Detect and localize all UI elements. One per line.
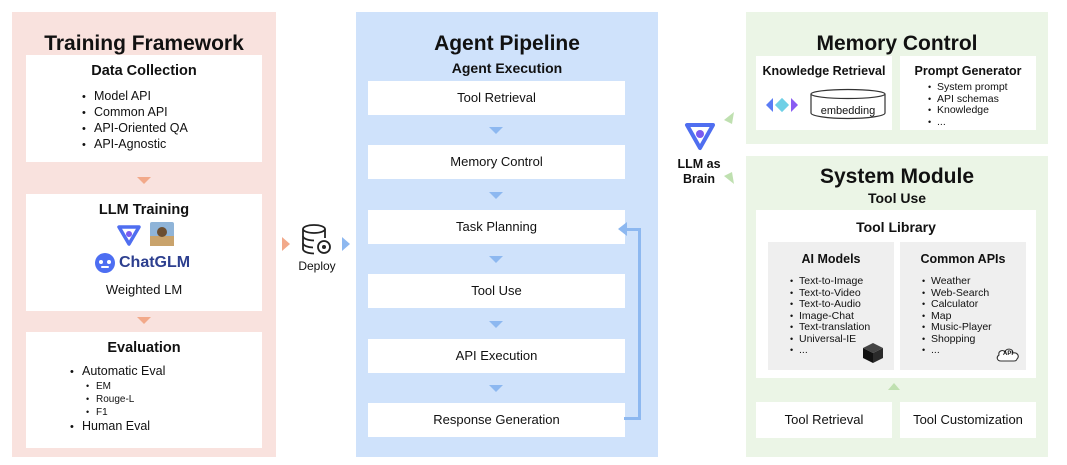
arrow-down-icon — [489, 385, 503, 392]
common-apis-card: Common APIs Weather Web-Search Calculato… — [900, 242, 1026, 370]
brain-label-line1: LLM as — [677, 157, 721, 171]
prompt-generator-list: System prompt API schemas Knowledge ... — [928, 81, 1008, 129]
list-item: Calculator — [922, 298, 992, 311]
step-tool-use: Tool Use — [368, 274, 625, 308]
model-logo-icon — [117, 225, 141, 246]
ai-models-card: AI Models Text-to-Image Text-to-Video Te… — [768, 242, 894, 370]
training-framework-title: Training Framework — [44, 32, 244, 55]
evaluation-list: Automatic Eval EM Rouge-L F1 Human Eval — [70, 364, 165, 435]
step-api-execution: API Execution — [368, 339, 625, 373]
feedback-loop-line — [624, 228, 641, 420]
list-item: ... — [928, 116, 1008, 129]
knowledge-retrieval-box: Knowledge Retrieval embedding — [756, 56, 892, 130]
llm-as-brain-label: LLM as Brain — [664, 157, 734, 187]
llm-brain-logo-icon — [685, 123, 715, 150]
list-item: EM — [86, 380, 165, 393]
tool-customization-box: Tool Customization — [900, 402, 1036, 438]
api-badge-text: API — [1002, 351, 1013, 357]
automatic-eval-label: Automatic Eval — [82, 364, 166, 378]
list-item: Rouge-L — [86, 393, 165, 406]
list-item: Map — [922, 310, 992, 323]
list-item: Text-to-Video — [790, 287, 870, 300]
embedding-label: embedding — [820, 105, 876, 117]
deploy-label: Deploy — [298, 259, 336, 273]
api-cloud-icon: API — [996, 346, 1020, 362]
list-item: Knowledge — [928, 104, 1008, 117]
step-memory-control: Memory Control — [368, 145, 625, 179]
llm-training-box: LLM Training ChatGLM Weighted LM — [26, 194, 262, 311]
ai-models-title: AI Models — [801, 252, 861, 266]
arrow-down-icon — [489, 127, 503, 134]
llm-training-title: LLM Training — [98, 202, 190, 218]
list-item: Text-translation — [790, 321, 870, 334]
chatglm-logo: ChatGLM — [94, 252, 190, 274]
deploy-arrows — [282, 237, 350, 251]
list-item: ... — [790, 344, 870, 357]
step-task-planning: Task Planning — [368, 210, 625, 244]
data-collection-title: Data Collection — [91, 63, 197, 79]
tool-library-title: Tool Library — [856, 219, 936, 235]
brain-label-line2: Brain — [683, 172, 715, 186]
chatglm-logo-text: ChatGLM — [119, 254, 191, 271]
arrow-down-icon — [137, 317, 151, 324]
tool-use-subtitle: Tool Use — [867, 190, 927, 206]
list-item: Model API — [82, 89, 188, 105]
system-module-title: System Module — [819, 165, 975, 188]
agent-pipeline-panel: Agent Pipeline Agent Execution Tool Retr… — [356, 12, 658, 457]
step-response-generation: Response Generation — [368, 403, 625, 437]
list-item: API schemas — [928, 93, 1008, 106]
database-icon — [810, 88, 886, 120]
list-item: Human Eval — [70, 419, 165, 435]
data-collection-box: Data Collection Model API Common API API… — [26, 55, 262, 162]
arrow-down-icon — [489, 256, 503, 263]
step-tool-retrieval: Tool Retrieval — [368, 81, 625, 115]
tool-retrieval-box: Tool Retrieval — [756, 402, 892, 438]
list-item: Web-Search — [922, 287, 992, 300]
agent-pipeline-title: Agent Pipeline — [434, 32, 580, 55]
list-item: Image-Chat — [790, 310, 870, 323]
list-item: Shopping — [922, 333, 992, 346]
training-framework-panel: Training Framework Data Collection Model… — [12, 12, 276, 457]
chatglm-logo-icon — [95, 253, 115, 273]
list-item: Common API — [82, 105, 188, 121]
prompt-generator-box: Prompt Generator System prompt API schem… — [900, 56, 1036, 130]
data-collection-list: Model API Common API API-Oriented QA API… — [82, 89, 188, 153]
list-item: Weather — [922, 275, 992, 288]
list-item: API-Agnostic — [82, 137, 188, 153]
list-item: Automatic Eval EM Rouge-L F1 — [70, 364, 165, 419]
memory-control-panel: Memory Control Knowledge Retrieval embed… — [746, 12, 1048, 144]
arrow-down-icon — [137, 177, 151, 184]
list-item: API-Oriented QA — [82, 121, 188, 137]
memory-control-title: Memory Control — [816, 32, 978, 55]
photo-avatar-icon — [150, 222, 174, 246]
list-item: Text-to-Image — [790, 275, 870, 288]
knowledge-retrieval-title: Knowledge Retrieval — [762, 64, 886, 78]
arrow-down-icon — [489, 321, 503, 328]
brain-connector-arrows — [724, 112, 734, 184]
ai-models-list: Text-to-Image Text-to-Video Text-to-Audi… — [790, 275, 870, 357]
list-item: Text-to-Audio — [790, 298, 870, 311]
system-module-panel: System Module Tool Use Tool Library AI M… — [746, 156, 1048, 457]
agent-execution-subtitle: Agent Execution — [451, 60, 563, 76]
common-apis-list: Weather Web-Search Calculator Map Music-… — [922, 275, 992, 357]
arrow-down-icon — [489, 192, 503, 199]
weighted-lm-caption: Weighted LM — [105, 282, 183, 297]
cube-icon — [863, 343, 883, 363]
embedding-logo-icon — [766, 97, 798, 113]
database-gear-icon — [302, 224, 331, 255]
list-item: F1 — [86, 406, 165, 419]
list-item: System prompt — [928, 81, 1008, 94]
evaluation-title: Evaluation — [107, 340, 181, 356]
list-item: ... — [922, 344, 992, 357]
tool-library-box: Tool Library AI Models Text-to-Image Tex… — [756, 210, 1036, 378]
api-cloud-shape — [996, 348, 1019, 362]
common-apis-title: Common APIs — [920, 252, 1006, 266]
list-item: Music-Player — [922, 321, 992, 334]
arrow-up-icon — [888, 383, 900, 390]
list-item: Universal-IE — [790, 333, 870, 346]
evaluation-box: Evaluation Automatic Eval EM Rouge-L F1 … — [26, 332, 262, 448]
prompt-generator-title: Prompt Generator — [914, 64, 1022, 78]
automatic-eval-sublist: EM Rouge-L F1 — [70, 380, 165, 419]
feedback-loop-arrowhead-icon — [618, 222, 627, 236]
